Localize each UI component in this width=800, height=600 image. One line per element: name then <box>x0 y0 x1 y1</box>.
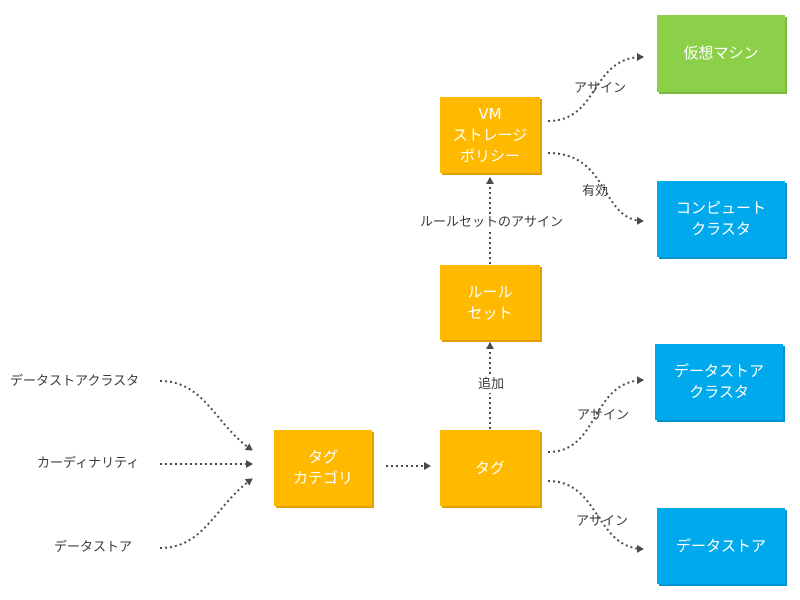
edge-label-add: 追加 <box>476 377 507 393</box>
input-datastore-cluster: データストアクラスタ <box>10 374 140 389</box>
vm-storage-policy-label: VM ストレージ ポリシー <box>452 104 528 165</box>
rule-set-box: ルール セット <box>440 265 540 340</box>
edge-label-assign-datastore-cluster: アサイン <box>577 408 630 423</box>
input-datastore: データストア <box>54 540 133 555</box>
compute-cluster-label: コンピュート クラスタ <box>675 199 766 238</box>
tag-box: タグ <box>440 430 540 506</box>
edge-label-enable-cluster: 有効 <box>582 184 609 199</box>
datastore-cluster-box: データストア クラスタ <box>655 344 783 420</box>
virtual-machine-box: 仮想マシン <box>657 15 785 92</box>
connector-policy-to-vm <box>547 53 644 122</box>
datastore-cluster-label: データストア クラスタ <box>673 362 764 401</box>
tag-category-label: タグ カテゴリ <box>292 448 353 487</box>
connector-datastore-cluster-to-category <box>159 380 253 451</box>
tag-category-box: タグ カテゴリ <box>274 430 372 506</box>
compute-cluster-box: コンピュート クラスタ <box>657 181 785 257</box>
edge-label-assign-vm: アサイン <box>574 81 627 96</box>
datastore-label: データストア <box>675 536 766 555</box>
connector-tag-to-datastore <box>547 480 644 553</box>
edge-label-assign-datastore: アサイン <box>576 514 629 529</box>
datastore-box: データストア <box>657 508 785 584</box>
edge-label-ruleset-assign: ルールセットのアサイン <box>418 215 566 231</box>
tag-label: タグ <box>474 458 505 477</box>
vm-storage-policy-box: VM ストレージ ポリシー <box>440 97 540 173</box>
connector-datastore-to-category <box>159 478 253 549</box>
virtual-machine-label: 仮想マシン <box>683 44 759 62</box>
rule-set-label: ルール セット <box>467 282 513 322</box>
connector-tag-to-datastore-cluster <box>547 376 644 453</box>
input-cardinality: カーディナリティ <box>37 456 140 471</box>
